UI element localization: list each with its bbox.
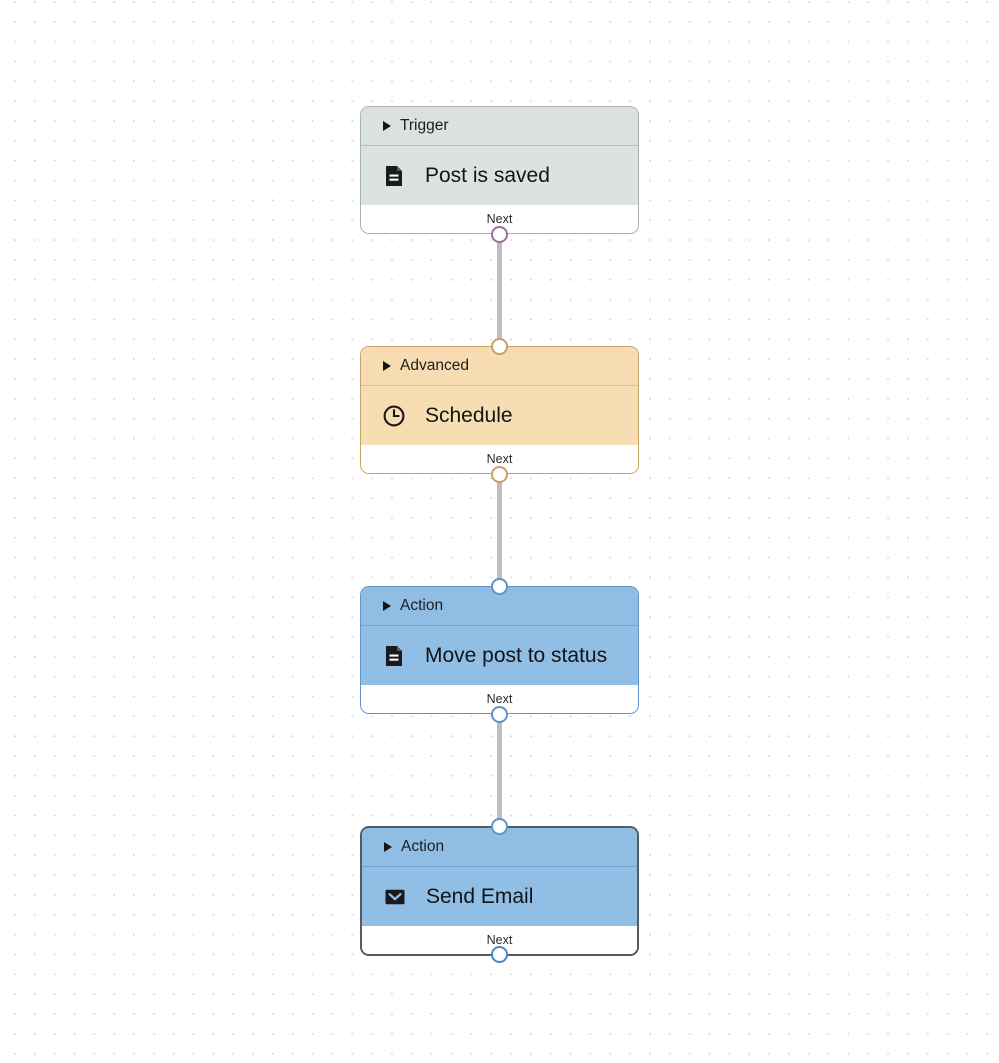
clock-icon: [381, 403, 407, 429]
node-header[interactable]: Action: [361, 587, 638, 626]
port-advanced-out[interactable]: [491, 466, 508, 483]
workflow-node-advanced[interactable]: Advanced Schedule Next: [360, 346, 639, 474]
node-body[interactable]: Send Email: [362, 867, 637, 926]
workflow-node-action-send-email[interactable]: Action Send Email Next: [360, 826, 639, 956]
node-body[interactable]: Schedule: [361, 386, 638, 445]
node-next-label: Next: [486, 212, 513, 226]
node-header[interactable]: Trigger: [361, 107, 638, 146]
edge-trigger-to-advanced[interactable]: [497, 234, 502, 346]
node-body[interactable]: Post is saved: [361, 146, 638, 205]
node-header-label: Trigger: [400, 117, 449, 135]
port-action-move-in[interactable]: [491, 578, 508, 595]
node-next-label: Next: [486, 692, 513, 706]
node-header-label: Action: [400, 597, 444, 615]
chevron-right-icon[interactable]: [383, 601, 391, 611]
document-icon: [381, 163, 407, 189]
port-action-email-out[interactable]: [491, 946, 508, 963]
node-title: Send Email: [426, 885, 534, 908]
document-icon: [381, 643, 407, 669]
node-header-label: Action: [401, 838, 445, 856]
port-action-email-in[interactable]: [491, 818, 508, 835]
node-title: Schedule: [425, 404, 513, 427]
port-advanced-in[interactable]: [491, 338, 508, 355]
envelope-icon: [382, 884, 408, 910]
chevron-right-icon[interactable]: [383, 361, 391, 371]
node-header-label: Advanced: [400, 357, 469, 375]
node-title: Move post to status: [425, 644, 608, 667]
workflow-node-trigger[interactable]: Trigger Post is saved Next: [360, 106, 639, 234]
node-body[interactable]: Move post to status: [361, 626, 638, 685]
node-title: Post is saved: [425, 164, 550, 187]
chevron-right-icon[interactable]: [383, 121, 391, 131]
workflow-node-action-move[interactable]: Action Move post to status Next: [360, 586, 639, 714]
edge-advanced-to-move[interactable]: [497, 474, 502, 586]
node-next-label: Next: [486, 933, 513, 947]
port-action-move-out[interactable]: [491, 706, 508, 723]
node-next-label: Next: [486, 452, 513, 466]
edge-move-to-email[interactable]: [497, 714, 502, 826]
port-trigger-out[interactable]: [491, 226, 508, 243]
chevron-right-icon[interactable]: [384, 842, 392, 852]
